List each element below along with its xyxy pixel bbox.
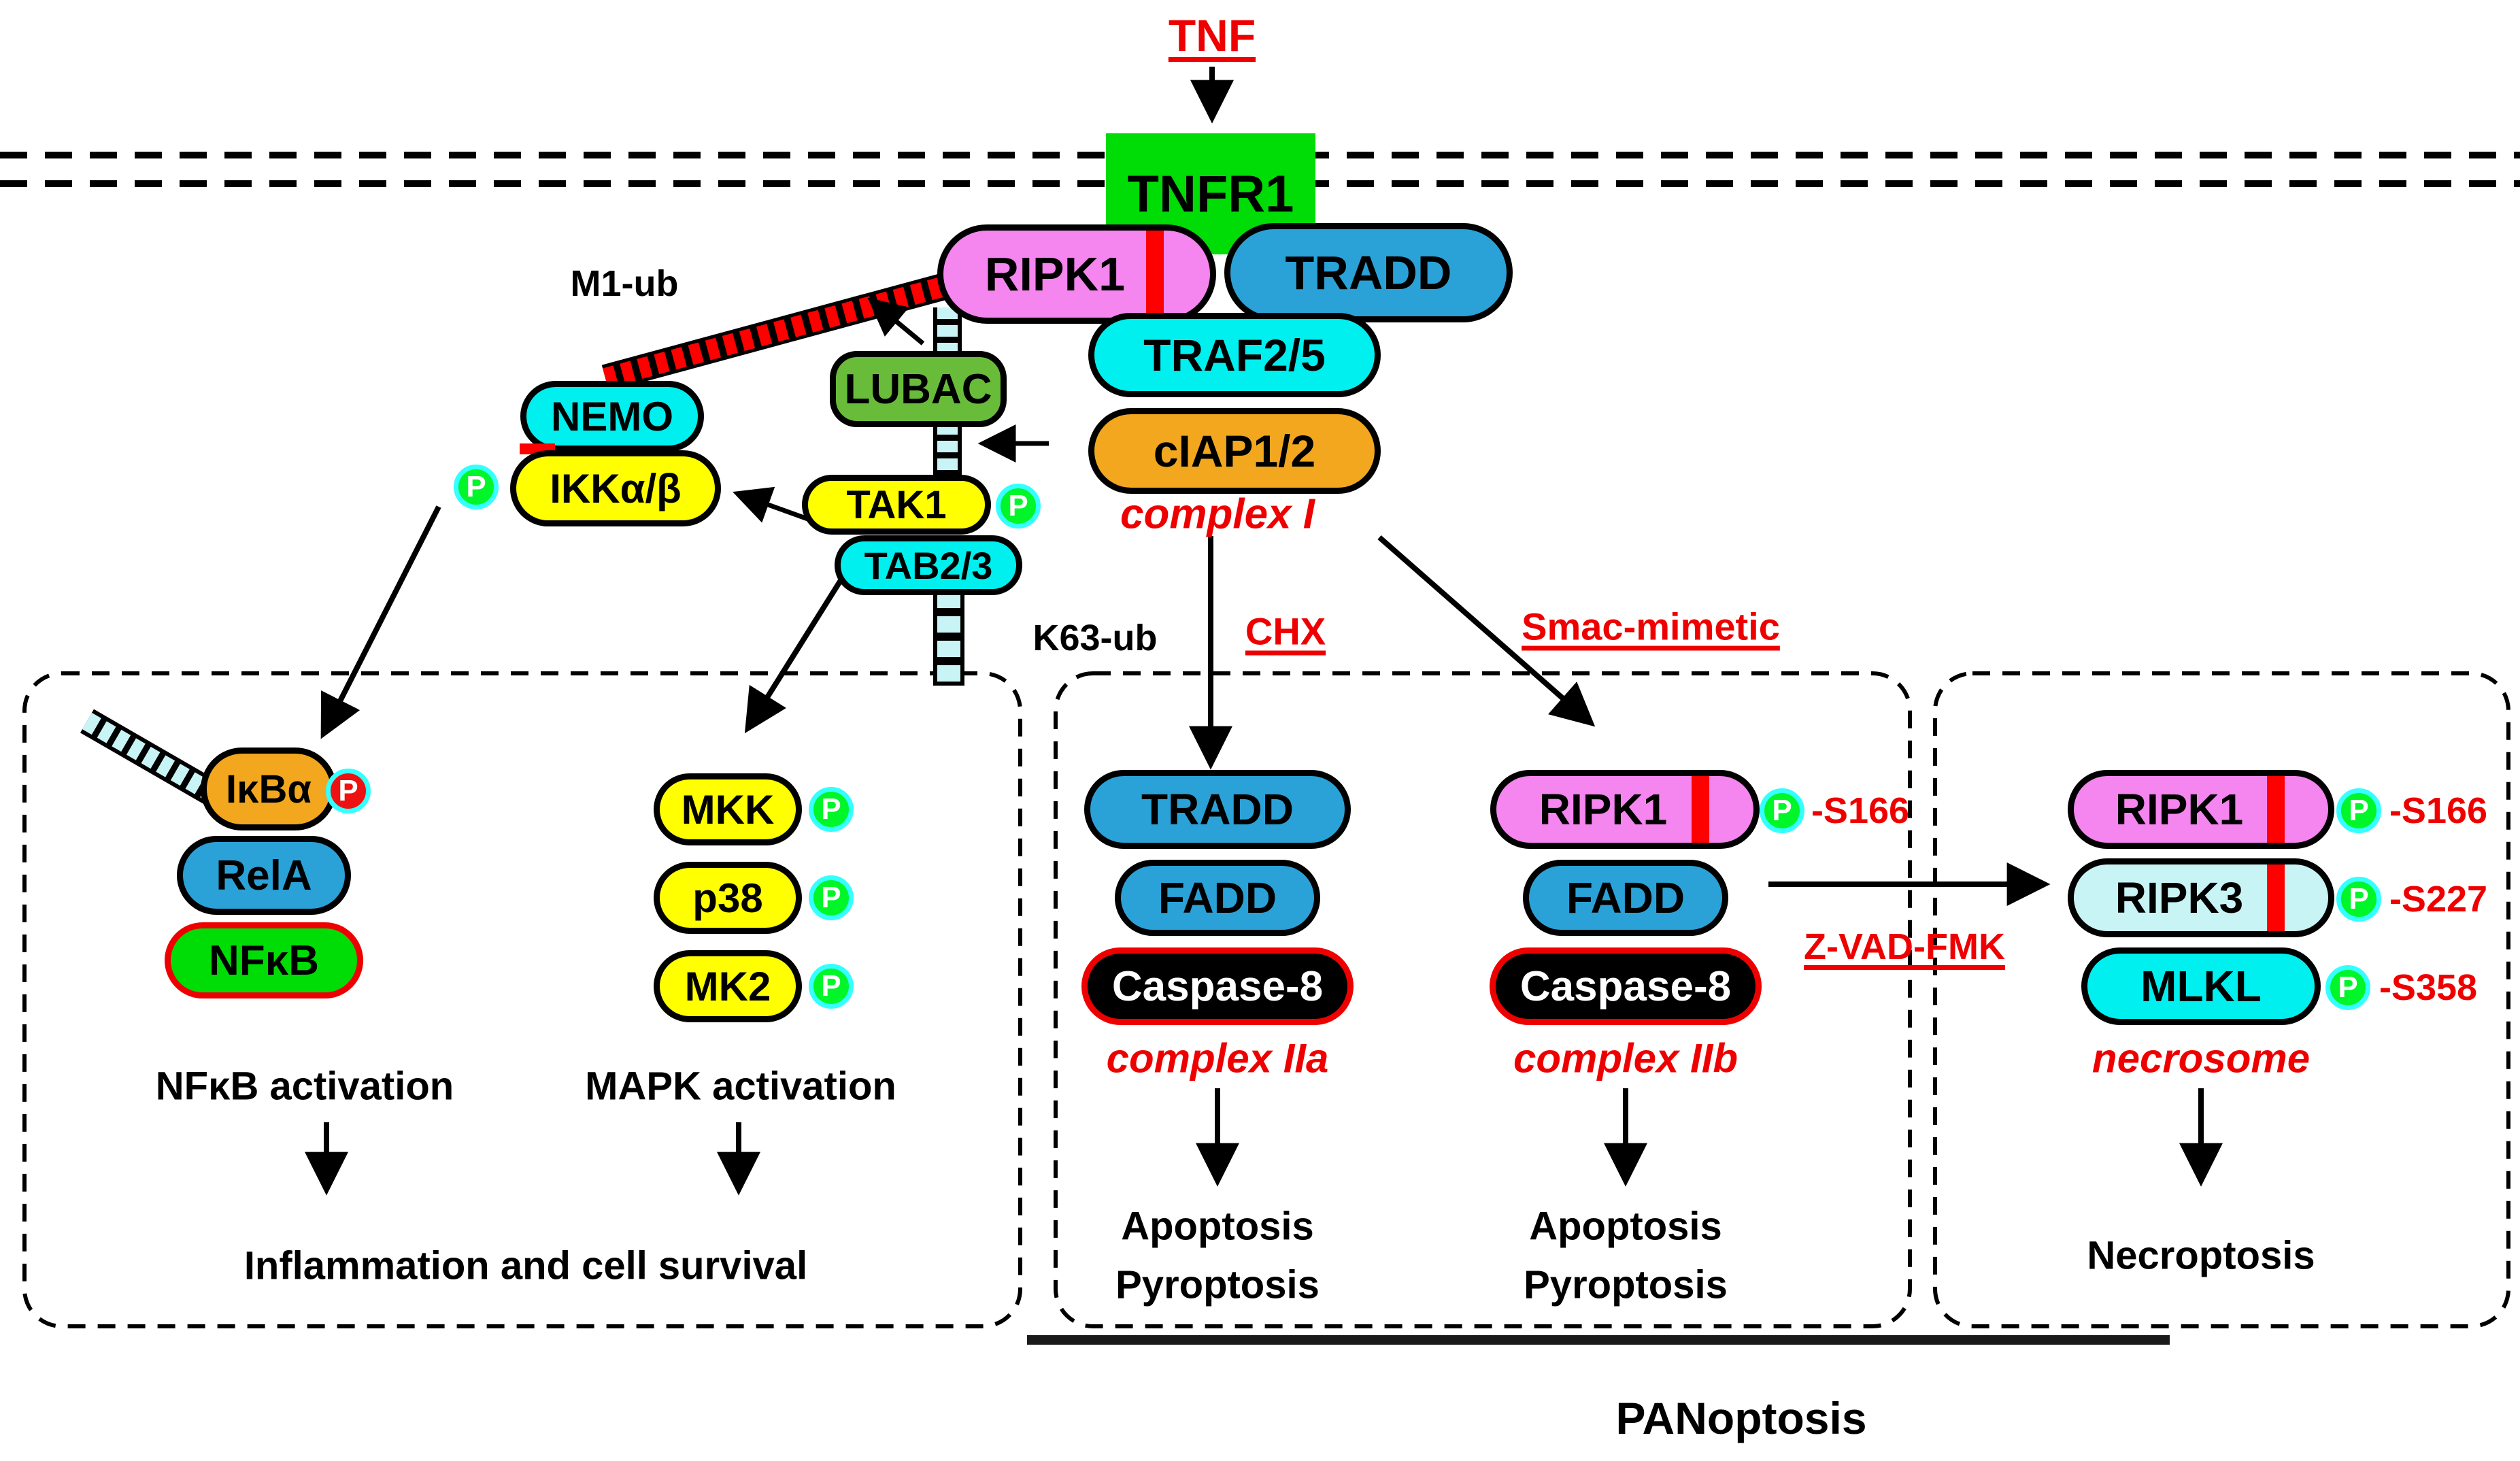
smac-mimetic-treatment-label: Smac-mimetic (1522, 605, 1780, 648)
ikba-ub-chain-icon (82, 712, 224, 806)
chx-treatment-label: CHX (1245, 609, 1326, 653)
complex2b-outcome-pyroptosis: Pyroptosis (1524, 1262, 1728, 1307)
inflammation-outcome-label: Inflammation and cell survival (243, 1243, 808, 1288)
complex1-ciap12-node: cIAP1/2 (1088, 408, 1381, 494)
necroptosis-outcome-label: Necroptosis (2087, 1233, 2315, 1278)
phospho-badge-necrosome-mlkl: P (2325, 965, 2370, 1010)
m1-ub-chain-icon (603, 275, 950, 388)
lubac-node: LUBAC (830, 351, 1007, 427)
m1-ub-label: M1-ub (570, 263, 679, 304)
complex2b-caspase8-node: Caspase-8 (1490, 947, 1762, 1025)
complex2a-tradd-node: TRADD (1084, 770, 1351, 849)
complex1-label: complex I (1120, 490, 1315, 538)
ripk1-cleavage-stripe (1145, 231, 1164, 318)
panoptosis-label: PANoptosis (1615, 1393, 1867, 1443)
mk2-node: MK2 (654, 950, 802, 1022)
p38-node: p38 (654, 862, 802, 934)
necrosome-label: necrosome (2091, 1035, 2311, 1081)
arrow-complex1-to-complex2b (1377, 535, 1596, 727)
arrow-lubac-to-m1ub (867, 297, 925, 346)
complex2a-outcome-pyroptosis: Pyroptosis (1115, 1262, 1320, 1307)
ripk1-cleavage-stripe (1692, 776, 1710, 843)
complex2b-ripk1-site-label: -S166 (1811, 790, 1910, 831)
necrosome-mlkl-site-label: -S358 (2379, 967, 2478, 1008)
necrosome-compartment-box (1933, 671, 2510, 1328)
mapk-activation-label: MAPK activation (585, 1064, 896, 1109)
zvad-fmk-treatment-label: Z-VAD-FMK (1804, 926, 2005, 967)
complex1-ripk1-node: RIPK1 (937, 224, 1216, 324)
complex2b-outcome-apoptosis: Apoptosis (1529, 1204, 1722, 1249)
tnf-label: TNF (1168, 10, 1256, 61)
phospho-badge-ikk: P (454, 465, 499, 509)
phospho-badge-necrosome-ripk1: P (2336, 788, 2381, 833)
complex2-compartment-box (1054, 671, 1912, 1328)
phospho-badge-ikba: P (326, 769, 371, 813)
tak1-node: TAK1 (802, 475, 991, 535)
necrosome-ripk3-node: RIPK3 (2068, 858, 2334, 937)
complex1-traf25-node: TRAF2/5 (1088, 313, 1381, 397)
ripk3-cleavage-stripe (2267, 864, 2285, 931)
complex2b-fadd-node: FADD (1523, 860, 1728, 936)
necrosome-ripk3-site-label: -S227 (2389, 879, 2488, 920)
phospho-badge-tak1: P (996, 484, 1041, 528)
necrosome-ripk1-node: RIPK1 (2068, 770, 2334, 849)
complex2a-caspase8-node: Caspase-8 (1081, 947, 1354, 1025)
phospho-badge-mk2: P (809, 964, 854, 1009)
k63-ub-label: K63-ub (1032, 618, 1158, 658)
necrosome-mlkl-node: MLKL (2081, 947, 2321, 1025)
ripk1-cleavage-stripe (2267, 776, 2285, 843)
complex2a-label: complex IIa (1106, 1035, 1329, 1081)
ikk-node: IKKα/β (510, 450, 721, 526)
arrow-tab-to-mkk (744, 576, 845, 734)
phospho-badge-necrosome-ripk3: P (2336, 877, 2381, 922)
complex2b-label: complex IIb (1513, 1035, 1738, 1081)
ikba-node: IκBα (201, 748, 337, 830)
mkk-node: MKK (654, 773, 802, 845)
rela-node: RelA (177, 836, 351, 915)
arrow-ikk-to-ikba (320, 505, 441, 739)
necrosome-ripk1-site-label: -S166 (2389, 790, 2488, 831)
complex1-tradd-node: TRADD (1224, 223, 1513, 322)
complex2b-ripk1-node: RIPK1 (1490, 770, 1760, 849)
phospho-badge-mkk: P (809, 787, 854, 832)
survival-compartment-box (22, 671, 1022, 1328)
complex2a-outcome-apoptosis: Apoptosis (1121, 1204, 1314, 1249)
phospho-badge-complex2b-ripk1: P (1760, 788, 1804, 833)
nfkb-node: NFκB (165, 922, 363, 998)
complex2a-fadd-node: FADD (1115, 860, 1320, 936)
tab23-node: TAB2/3 (835, 535, 1022, 595)
nemo-node: NEMO (520, 381, 704, 452)
nfkb-activation-label: NFκB activation (155, 1064, 454, 1109)
phospho-badge-p38: P (809, 875, 854, 920)
